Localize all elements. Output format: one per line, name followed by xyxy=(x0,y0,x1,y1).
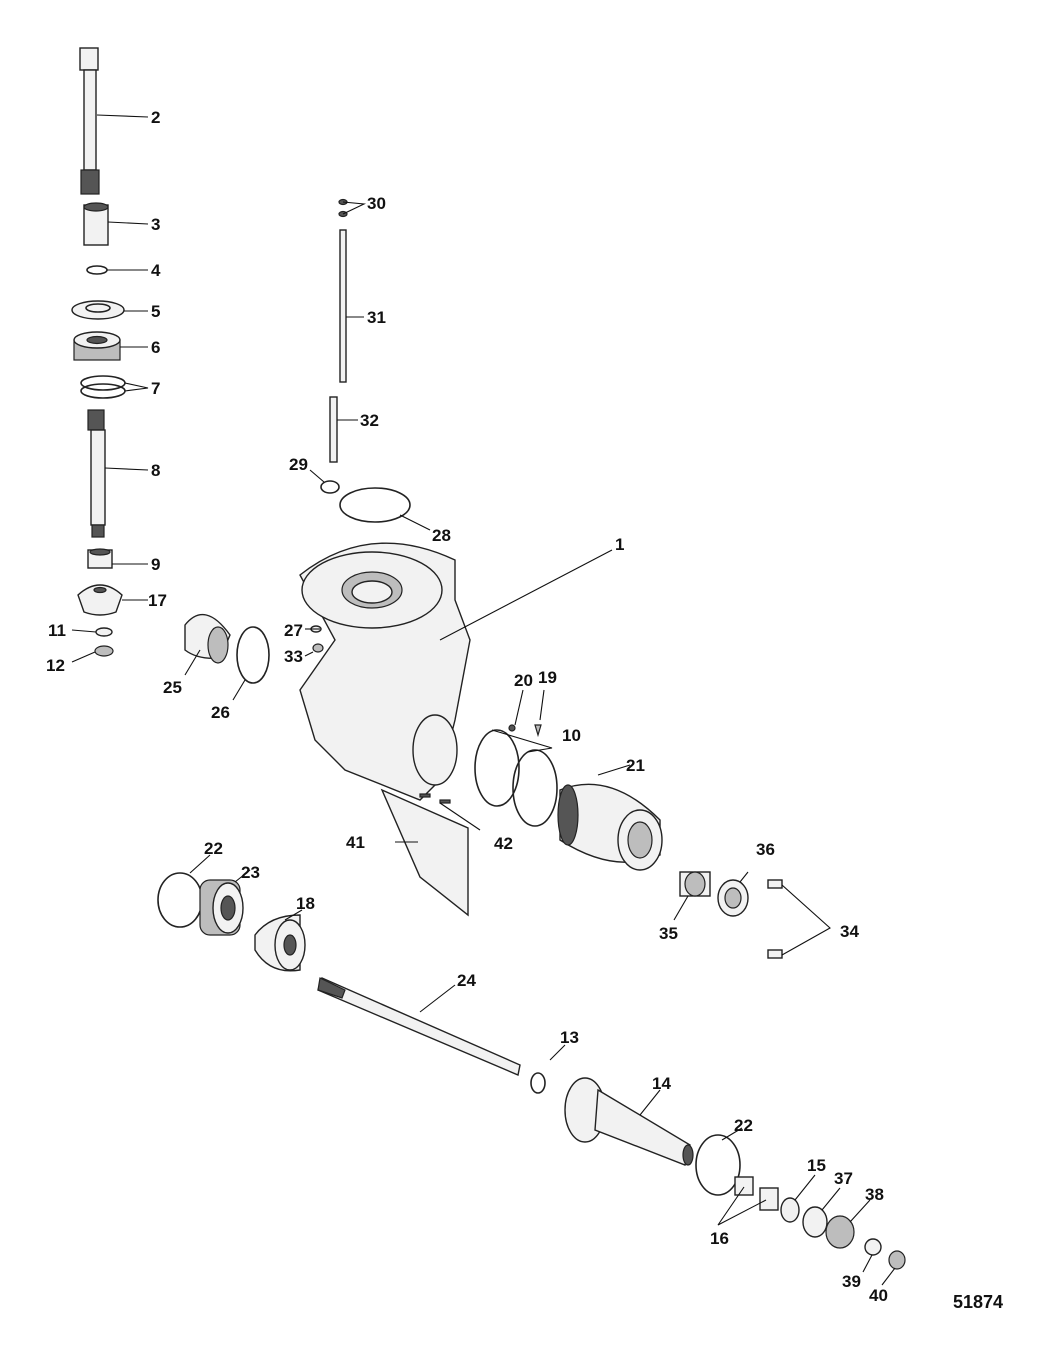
callout-39: 39 xyxy=(842,1272,861,1291)
callout-26: 26 xyxy=(211,703,230,722)
part-13-thrust-washer[interactable] xyxy=(530,1072,546,1094)
part-14-reverse-gear-shaft[interactable] xyxy=(564,1077,694,1166)
callout-10: 10 xyxy=(562,726,581,745)
part-22-oring-right[interactable] xyxy=(695,1134,741,1196)
part-36-seal[interactable] xyxy=(717,879,749,917)
part-26-oring[interactable] xyxy=(236,626,270,684)
callout-28: 28 xyxy=(432,526,451,545)
part-20-pin[interactable] xyxy=(508,724,516,732)
callout-labels: 1 2 3 4 5 6 7 8 9 10 11 12 13 14 15 16 1… xyxy=(46,108,888,1305)
part-6-bearing[interactable] xyxy=(73,331,121,361)
callout-3: 3 xyxy=(151,215,160,234)
part-21-bearing-carrier[interactable] xyxy=(557,783,663,871)
part-23-bearing[interactable] xyxy=(199,879,244,936)
callout-36: 36 xyxy=(756,840,775,859)
part-42-pins[interactable] xyxy=(419,793,451,804)
part-29-oring[interactable] xyxy=(320,480,340,494)
part-31-shift-shaft[interactable] xyxy=(339,229,347,383)
part-5-retainer[interactable] xyxy=(71,300,125,320)
callout-8: 8 xyxy=(151,461,160,480)
callout-11: 11 xyxy=(48,621,66,640)
part-24-propeller-shaft[interactable] xyxy=(317,977,521,1076)
part-39-washer[interactable] xyxy=(864,1238,882,1256)
callout-2: 2 xyxy=(151,108,160,127)
part-28-oring[interactable] xyxy=(339,487,411,523)
part-17-pinion-gear[interactable] xyxy=(77,584,123,616)
part-7-shims[interactable] xyxy=(80,375,126,399)
part-34-screws[interactable] xyxy=(767,879,783,959)
part-25-cover[interactable] xyxy=(184,613,231,664)
part-9-needle-bearing[interactable] xyxy=(87,548,113,569)
part-8-pinion-shaft[interactable] xyxy=(87,409,106,538)
callout-18: 18 xyxy=(296,894,315,913)
callout-40: 40 xyxy=(869,1286,888,1305)
part-1-gear-housing[interactable] xyxy=(299,542,471,801)
part-16-bearings[interactable] xyxy=(734,1176,779,1211)
callout-19: 19 xyxy=(538,668,557,687)
callout-7: 7 xyxy=(151,379,160,398)
callout-13: 13 xyxy=(560,1028,579,1047)
part-32-shift-cam[interactable] xyxy=(329,396,338,463)
callout-20: 20 xyxy=(514,671,533,690)
callout-29: 29 xyxy=(289,455,308,474)
drawing-number: 51874 xyxy=(953,1292,1003,1312)
part-22-oring-left[interactable] xyxy=(157,872,203,928)
callout-6: 6 xyxy=(151,338,160,357)
part-37-spacer[interactable] xyxy=(802,1206,828,1238)
callout-37: 37 xyxy=(834,1169,853,1188)
part-33-nut[interactable] xyxy=(312,643,324,653)
callout-35: 35 xyxy=(659,924,678,943)
callout-1: 1 xyxy=(615,535,624,554)
part-2-driveshaft[interactable] xyxy=(79,47,100,195)
callout-42: 42 xyxy=(494,834,513,853)
callout-4: 4 xyxy=(151,261,161,280)
callout-15: 15 xyxy=(807,1156,826,1175)
callout-24: 24 xyxy=(457,971,476,990)
callout-22-right: 22 xyxy=(734,1116,753,1135)
leader-lines xyxy=(71,114,896,1286)
callout-41: 41 xyxy=(346,833,365,852)
callout-21: 21 xyxy=(626,756,645,775)
part-15-washer[interactable] xyxy=(780,1197,800,1223)
callout-30: 30 xyxy=(367,194,386,213)
callout-12: 12 xyxy=(46,656,65,675)
callout-14: 14 xyxy=(652,1074,671,1093)
part-19-screw[interactable] xyxy=(534,724,542,738)
part-11-washer[interactable] xyxy=(95,627,113,637)
part-4-ring[interactable] xyxy=(86,265,108,275)
part-35-bushing[interactable] xyxy=(679,871,711,897)
callout-25: 25 xyxy=(163,678,182,697)
callout-31: 31 xyxy=(367,308,386,327)
part-12-nut[interactable] xyxy=(94,645,114,657)
part-18-forward-gear[interactable] xyxy=(254,914,306,972)
part-38-thrust-hub[interactable] xyxy=(825,1215,855,1249)
callout-34: 34 xyxy=(840,922,859,941)
callout-22-left: 22 xyxy=(204,839,223,858)
part-40-nut[interactable] xyxy=(888,1250,906,1270)
callout-32: 32 xyxy=(360,411,379,430)
callout-16: 16 xyxy=(710,1229,729,1248)
callout-9: 9 xyxy=(151,555,160,574)
callout-27: 27 xyxy=(284,621,303,640)
callout-23: 23 xyxy=(241,863,260,882)
part-10-orings[interactable] xyxy=(474,729,558,827)
callout-33: 33 xyxy=(284,647,303,666)
callout-5: 5 xyxy=(151,302,160,321)
callout-38: 38 xyxy=(865,1185,884,1204)
part-3-bushing[interactable] xyxy=(83,202,109,246)
part-41-skeg[interactable] xyxy=(380,788,469,917)
callout-17: 17 xyxy=(148,591,167,610)
